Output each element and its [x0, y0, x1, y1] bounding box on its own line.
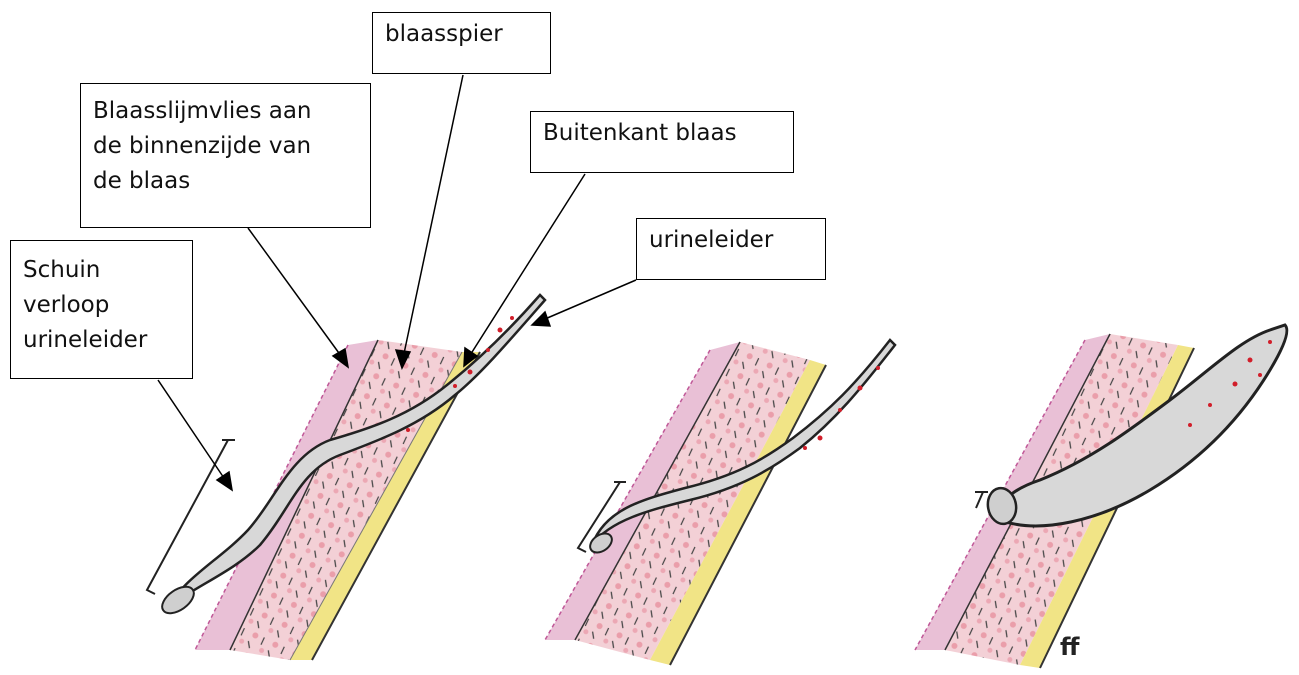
label-buitenkant-blaas: Buitenkant blaas	[530, 111, 794, 173]
leader-buitenkant	[467, 174, 585, 360]
panel-stage-3: ff	[915, 325, 1287, 668]
label-urineleider: urineleider	[636, 218, 826, 280]
panel-stage-2	[545, 340, 895, 665]
label-blaasspier-text: blaasspier	[385, 17, 538, 52]
label-schuin-verloop: Schuin verloop urineleider	[10, 240, 193, 379]
label-blaasspier: blaasspier	[372, 12, 551, 74]
bracket	[975, 492, 988, 508]
panel-stage-1	[147, 290, 545, 660]
artist-signature: ff	[1060, 633, 1080, 661]
leader-slijmvlies	[248, 228, 344, 360]
leader-schuin	[158, 380, 228, 484]
arrowhead-schuin	[217, 472, 232, 490]
label-blaasslijmvlies-text: Blaasslijmvlies aan de binnenzijde van d…	[93, 94, 358, 199]
leader-urineleider	[538, 280, 636, 322]
label-blaasslijmvlies: Blaasslijmvlies aan de binnenzijde van d…	[80, 83, 371, 228]
arrowhead-urineleider	[532, 312, 550, 326]
label-schuin-verloop-text: Schuin verloop urineleider	[23, 253, 180, 358]
label-buitenkant-blaas-text: Buitenkant blaas	[543, 116, 781, 151]
label-urineleider-text: urineleider	[649, 223, 813, 258]
leader-blaasspier	[402, 75, 463, 363]
